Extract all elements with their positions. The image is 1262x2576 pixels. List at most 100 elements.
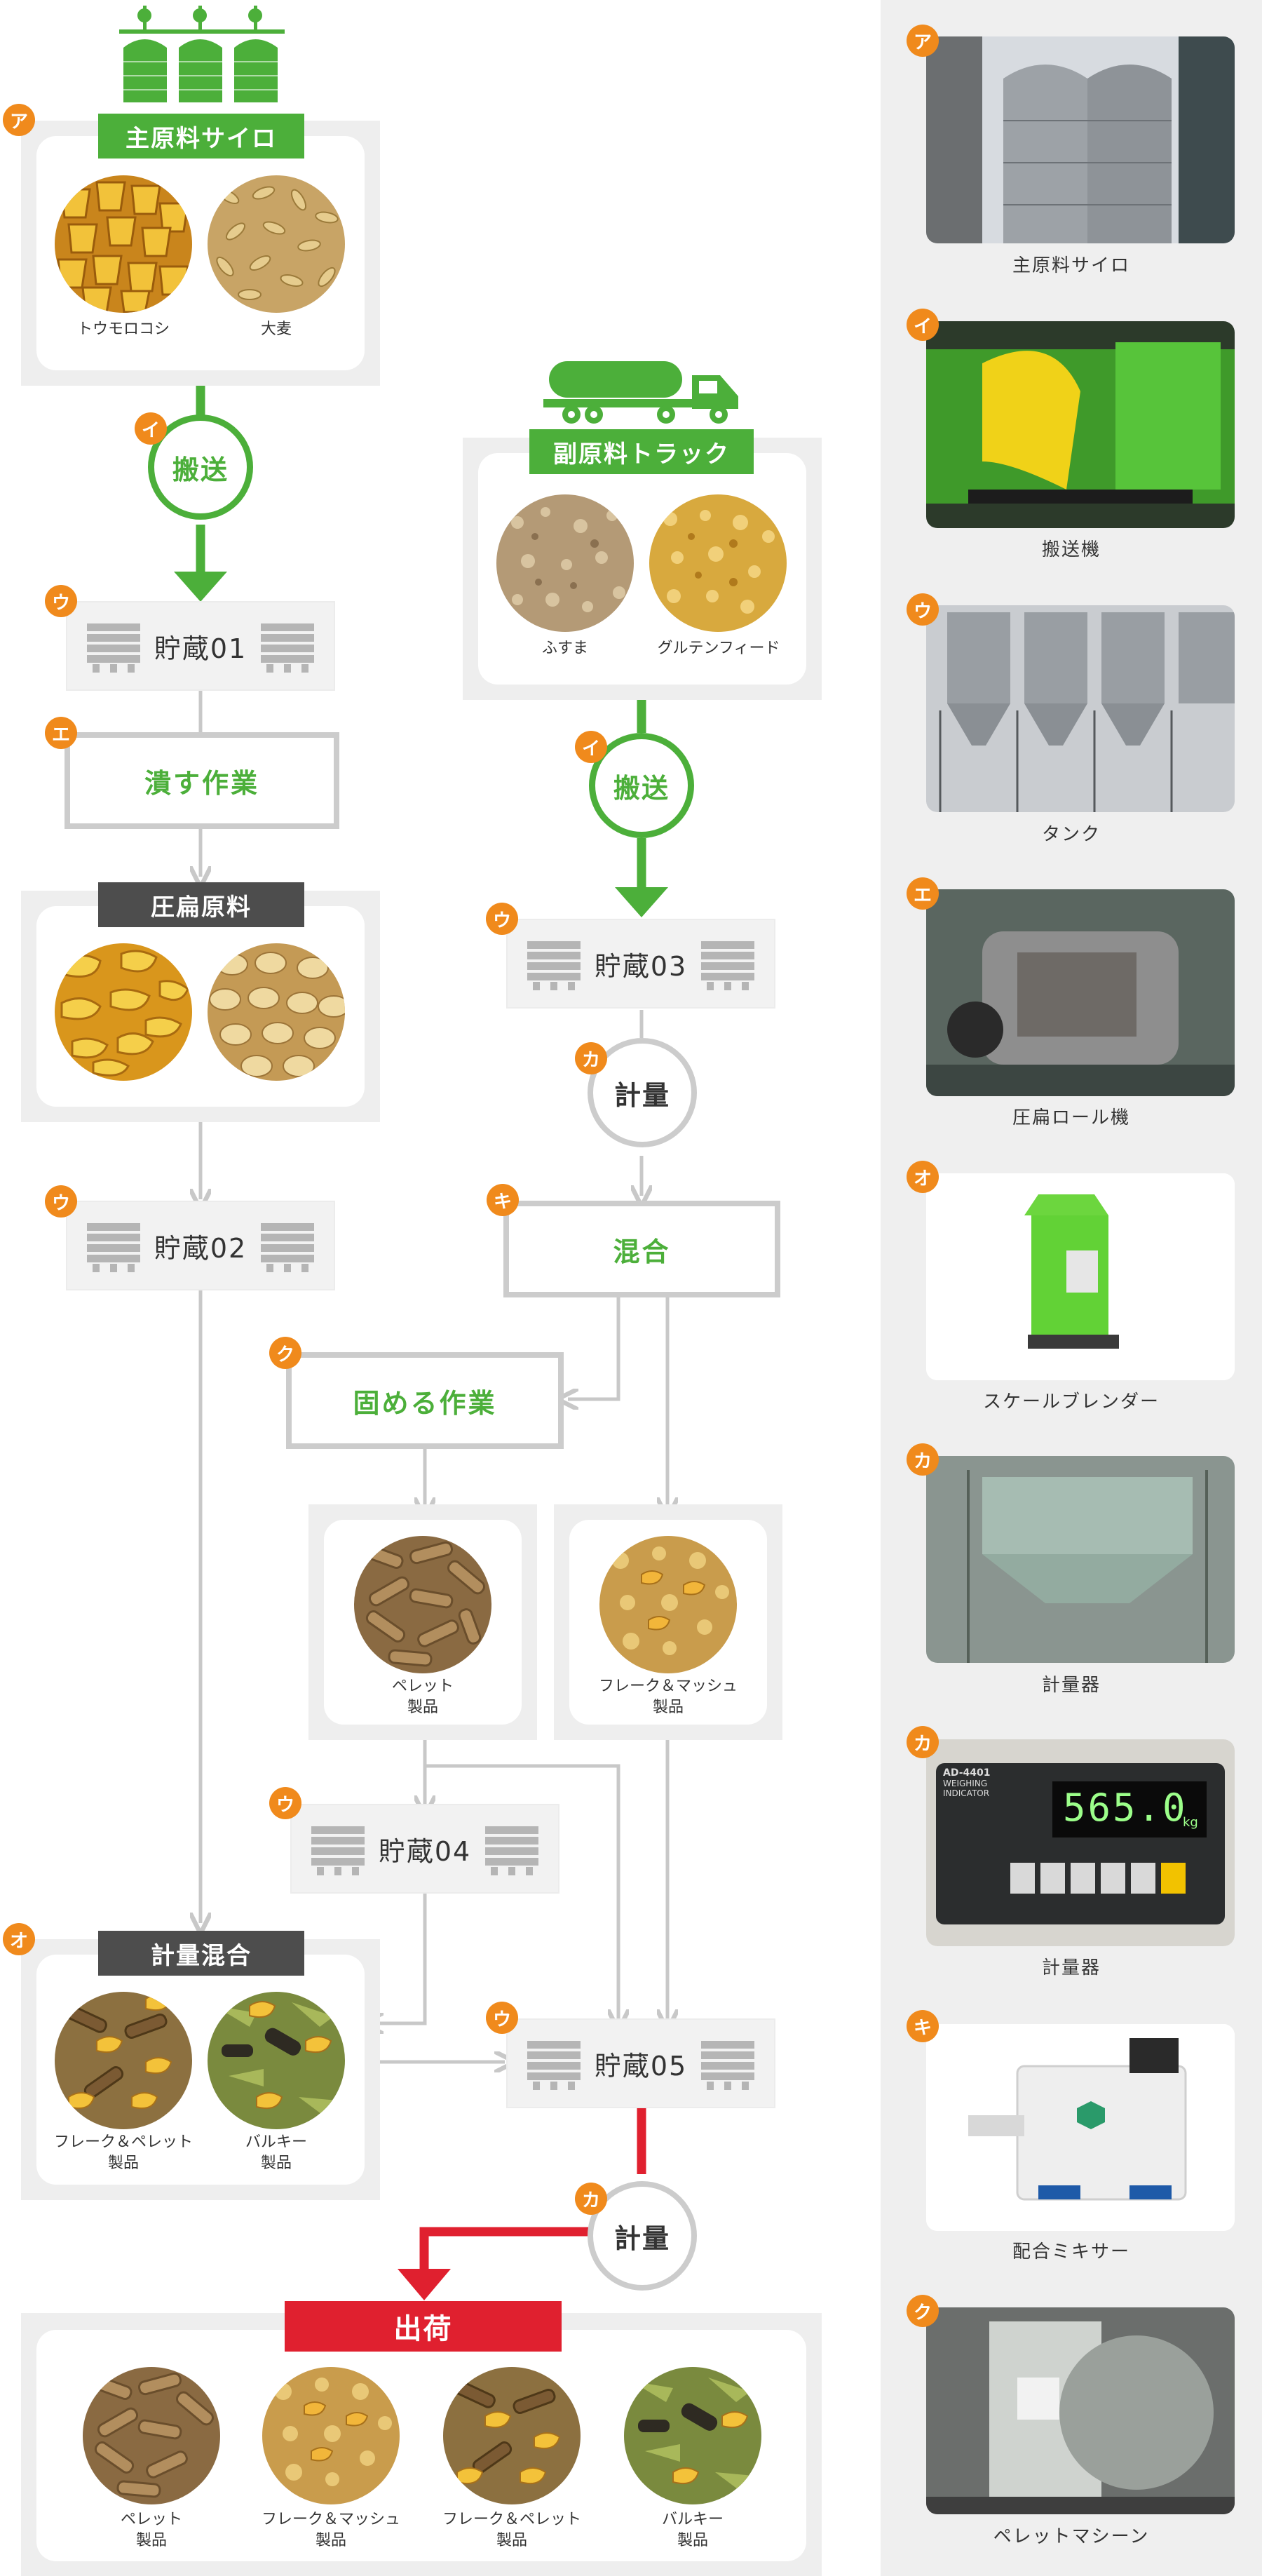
- badge-u-04: ウ: [269, 1787, 301, 1819]
- storage-05: 貯蔵05: [506, 2018, 775, 2108]
- main-silo-panel: [21, 121, 380, 386]
- tank-icon: [311, 1826, 365, 1875]
- storage-02: 貯蔵02: [66, 1201, 335, 1290]
- weigh-lower: 計量: [588, 2181, 697, 2291]
- pellet-machine-photo: [926, 2307, 1235, 2514]
- equipment-sidebar: ア 主原料サイロ イ 搬送機 ウ タンク エ 圧扁ロール機 オ スケールブレンダ…: [881, 0, 1262, 2576]
- mixer-photo: [926, 2024, 1235, 2231]
- line-store04-weighmix: [373, 1891, 427, 2023]
- sidebar-badge-5: オ: [907, 1161, 939, 1193]
- tank-icon: [701, 941, 754, 990]
- bulky-photo: [208, 1992, 345, 2129]
- sidebar-badge-8: キ: [907, 2010, 939, 2042]
- sidebar-badge-2: イ: [907, 309, 939, 341]
- tank-icon: [527, 2041, 581, 2090]
- ship-flake-pellet-photo: [443, 2367, 581, 2504]
- badge-i-left: イ: [135, 412, 167, 445]
- barley-label: 大麦: [260, 321, 292, 338]
- indicator-value: 565.0: [1063, 1786, 1188, 1830]
- storage-04: 貯蔵04: [290, 1804, 559, 1894]
- badge-o: オ: [3, 1923, 35, 1955]
- flaked-corn-photo: [55, 943, 192, 1081]
- tank-icon: [527, 941, 581, 990]
- storage-05-label: 貯蔵05: [594, 2050, 688, 2082]
- soak-process: 潰す作業: [65, 732, 339, 829]
- badge-u-03: ウ: [486, 903, 518, 935]
- indicator-key: [1071, 1863, 1095, 1894]
- tank-icon: [261, 623, 314, 673]
- line-mix-pelletize: [568, 1296, 620, 1399]
- badge-u-02: ウ: [45, 1185, 77, 1218]
- ship-flake-mash-label: フレーク＆マッシュ 製品: [261, 2511, 400, 2549]
- indicator-unit: kg: [1183, 1815, 1198, 1830]
- bulky-label: バルキー 製品: [245, 2133, 307, 2172]
- sidebar-caption-9: ペレットマシーン: [993, 2526, 1150, 2547]
- sidebar-caption-6: 計量器: [1041, 1675, 1101, 1696]
- badge-ka-lower: カ: [575, 2183, 607, 2215]
- sidebar-badge-9: ク: [907, 2295, 939, 2327]
- indicator-on-off-key: [1161, 1863, 1186, 1894]
- indicator-key: [1101, 1863, 1125, 1894]
- storage-04-label: 貯蔵04: [378, 1835, 472, 1867]
- storage-01-label: 貯蔵01: [154, 633, 247, 664]
- sidebar-caption-7: 計量器: [1041, 1957, 1101, 1978]
- flake-mash-photo: [599, 1536, 737, 1673]
- badge-ki: キ: [487, 1184, 519, 1216]
- storage-03: 貯蔵03: [506, 919, 775, 1009]
- indicator-model: AD-4401: [943, 1767, 991, 1779]
- tank-icon: [87, 623, 140, 673]
- badge-a: ア: [3, 104, 35, 136]
- sidebar-caption-8: 配合ミキサー: [1012, 2241, 1130, 2263]
- scale-blender-photo: [926, 1173, 1235, 1380]
- flow-connectors: [174, 370, 881, 2300]
- tank-icon: [261, 1223, 314, 1272]
- tanker-truck-icon: [543, 361, 738, 424]
- storage-03-label: 貯蔵03: [594, 950, 688, 982]
- sidebar-caption-4: 圧扁ロール機: [1012, 1107, 1130, 1128]
- pelletize-process: 固める作業: [286, 1352, 564, 1449]
- silo-icon: [119, 6, 285, 102]
- conveyor-photo: [926, 321, 1235, 528]
- ship-pellet-label: ペレット 製品: [120, 2511, 182, 2549]
- bran-label: ふすま: [541, 640, 588, 657]
- ship-bulky-photo: [624, 2367, 761, 2504]
- indicator-title: WEIGHING INDICATOR: [943, 1779, 990, 1798]
- indicator-key: [1131, 1863, 1155, 1894]
- pellet-product-label: ペレット 製品: [391, 1678, 454, 1716]
- sub-truck-title: 副原料トラック: [529, 429, 754, 474]
- bran-photo: [496, 494, 634, 632]
- tank-photo: [926, 605, 1235, 812]
- shipping-title: 出荷: [285, 2301, 562, 2352]
- weigh-mix-title: 計量混合: [98, 1931, 304, 1976]
- roller-mill-photo: [926, 889, 1235, 1096]
- flaked-barley-photo: [208, 943, 345, 1081]
- hopper-scale-photo: [926, 1456, 1235, 1663]
- badge-ku: ク: [269, 1337, 301, 1369]
- flaked-title: 圧扁原料: [98, 882, 304, 927]
- flake-pellet-label: フレーク＆ペレット 製品: [53, 2133, 193, 2172]
- transport-left: 搬送: [148, 414, 253, 520]
- badge-u-05: ウ: [486, 2002, 518, 2034]
- main-silo-title: 主原料サイロ: [98, 114, 304, 159]
- badge-u-01: ウ: [45, 585, 77, 617]
- silo-photo: [926, 36, 1235, 243]
- gluten-feed-label: グルテンフィード: [657, 640, 780, 657]
- indicator-key: [1040, 1863, 1065, 1894]
- flake-pellet-photo: [55, 1992, 192, 2129]
- corn-label: トウモロコシ: [76, 321, 170, 338]
- flake-mash-product-label: フレーク＆マッシュ 製品: [598, 1678, 738, 1716]
- ship-bulky-label: バルキー 製品: [661, 2511, 724, 2549]
- sidebar-badge-3: ウ: [907, 593, 939, 626]
- weighing-indicator-photo: AD-4401 WEIGHING INDICATOR 565.0 kg: [926, 1739, 1235, 1946]
- sidebar-caption-3: タンク: [1041, 824, 1101, 845]
- line-pellet-store05: [425, 1764, 618, 2020]
- indicator-key: [1010, 1863, 1035, 1894]
- sidebar-caption-5: スケールブレンダー: [982, 1391, 1160, 1412]
- sidebar-badge-1: ア: [907, 25, 939, 57]
- sidebar-badge-7: カ: [907, 1726, 939, 1758]
- badge-i-right: イ: [575, 731, 607, 763]
- tank-icon: [485, 1826, 538, 1875]
- sidebar-badge-6: カ: [907, 1443, 939, 1476]
- badge-e: エ: [45, 717, 77, 749]
- storage-02-label: 貯蔵02: [154, 1232, 247, 1264]
